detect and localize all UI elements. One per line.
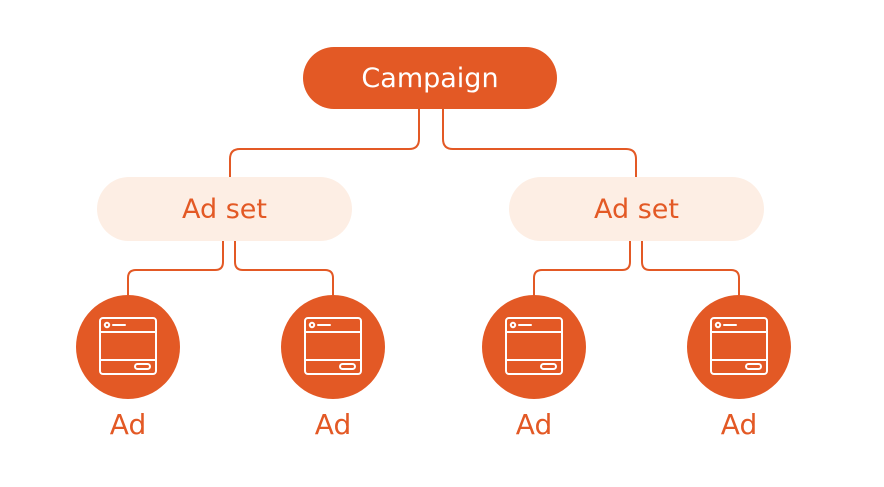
connector-campaign-adset-2	[442, 108, 637, 178]
connector-adset-1-ad-2	[234, 240, 334, 296]
ad-window-icon	[505, 317, 563, 375]
ad-window-icon	[710, 317, 768, 375]
ad-set-node: Ad set	[97, 177, 352, 241]
ad-label: Ad	[314, 408, 352, 441]
connector-campaign-adset-1	[229, 108, 420, 178]
ad-node	[76, 295, 180, 399]
campaign-label: Campaign	[361, 62, 499, 94]
connector-adset-1-ad-1	[127, 240, 224, 296]
ad-label: Ad	[515, 408, 553, 441]
campaign-node: Campaign	[303, 47, 557, 109]
connector-adset-2-ad-4	[641, 240, 740, 296]
ad-window-icon	[99, 317, 157, 375]
ad-node	[687, 295, 791, 399]
ad-label: Ad	[720, 408, 758, 441]
ad-window-icon	[304, 317, 362, 375]
ad-set-label: Ad set	[182, 193, 267, 225]
ad-set-node: Ad set	[509, 177, 764, 241]
ad-set-label: Ad set	[594, 193, 679, 225]
ad-node	[482, 295, 586, 399]
ad-node	[281, 295, 385, 399]
connector-adset-2-ad-3	[533, 240, 631, 296]
ad-label: Ad	[109, 408, 147, 441]
